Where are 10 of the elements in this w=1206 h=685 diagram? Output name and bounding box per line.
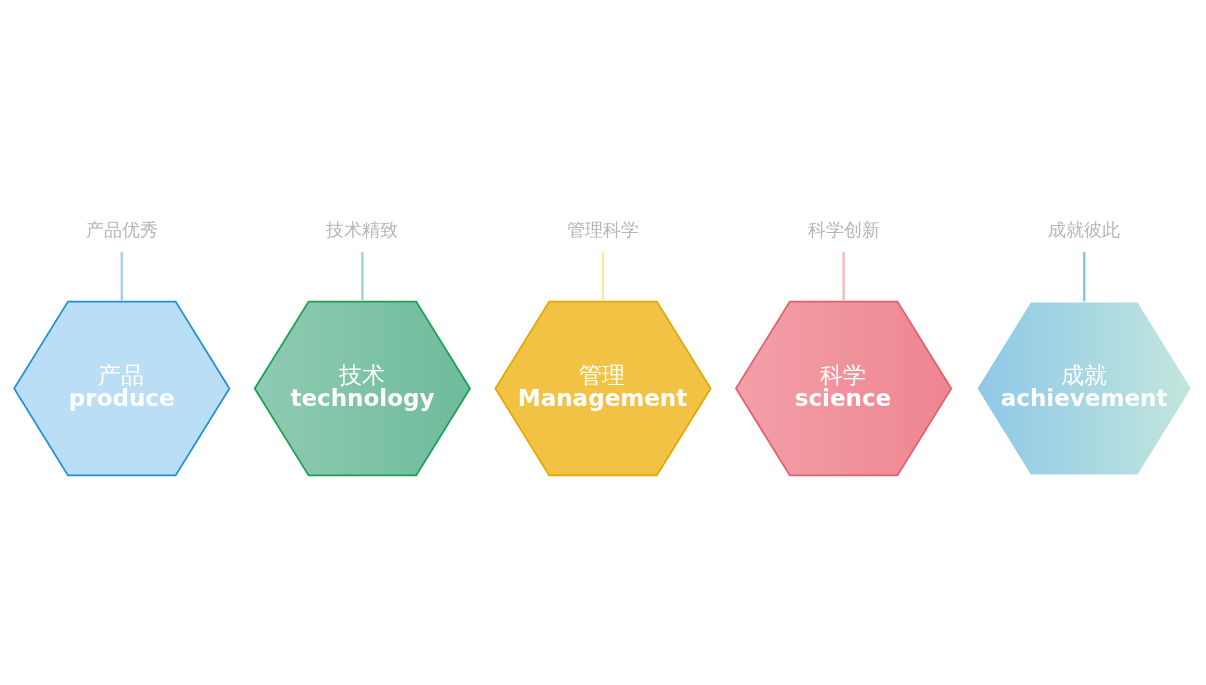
connector <box>842 251 845 301</box>
node-text: 成就彼此 <box>1048 218 1121 240</box>
node-text: 管理科学 <box>567 218 639 240</box>
connector <box>361 251 364 301</box>
connector <box>1083 251 1086 301</box>
node-text: 科学创新 <box>807 218 880 240</box>
node-text: 技术精致 <box>326 218 399 240</box>
node-text: 产品优秀 <box>85 218 158 240</box>
connector <box>601 251 605 301</box>
connector <box>120 251 123 301</box>
